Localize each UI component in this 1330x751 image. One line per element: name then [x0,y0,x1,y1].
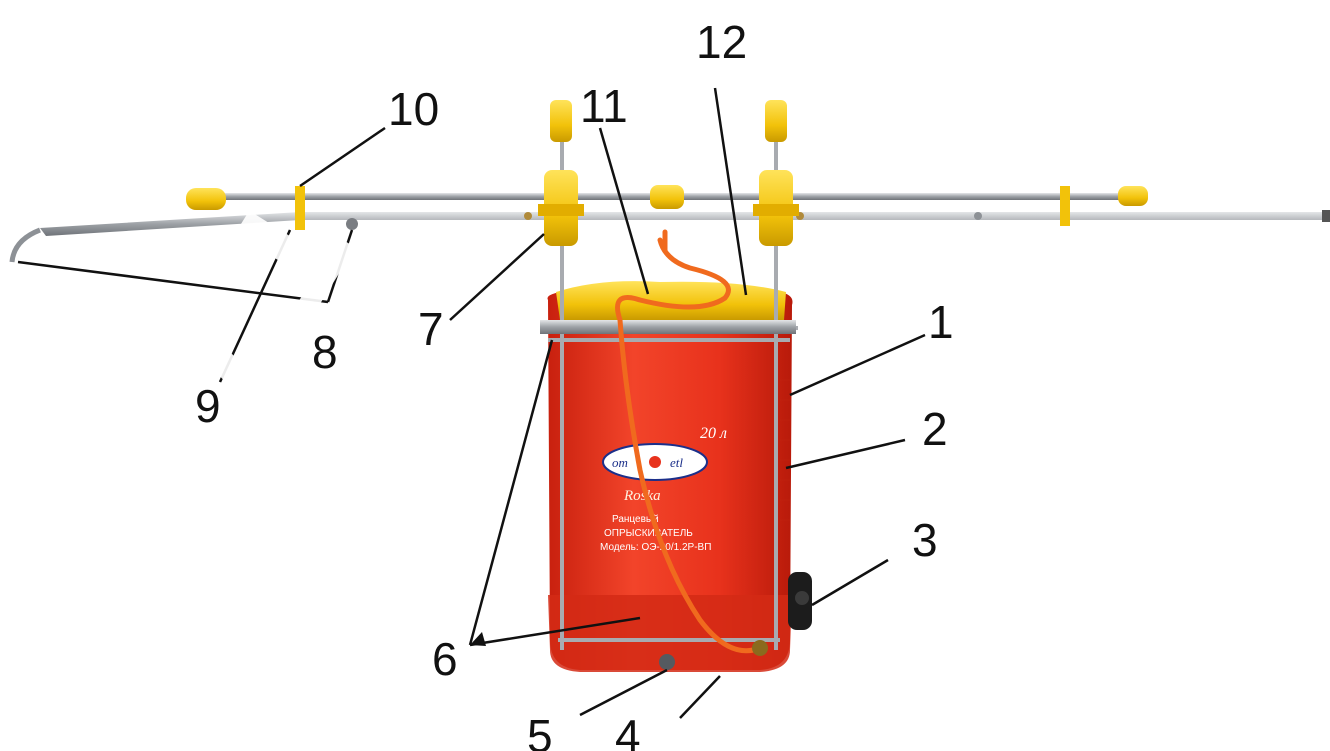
lower-boom [9,206,1330,263]
upper-boom [186,185,1148,210]
label-12: 12 [696,16,747,68]
label-11: 11 [580,80,628,132]
label-1: 1 [928,296,954,348]
label-8: 8 [312,326,338,378]
label-10: 10 [388,83,439,135]
hose [615,229,763,654]
brand-right: etl [670,455,683,470]
tank: om etl 20 л Roska Ранцевый ОПРЫСКИВАТЕЛЬ… [547,281,793,672]
tank-volume: 20 л [700,425,727,442]
label-6: 6 [432,633,458,685]
leader-lines [17,87,926,719]
label-4: 4 [615,710,641,751]
callout-numbers: 1 2 3 4 5 6 7 8 9 10 11 12 [195,16,954,751]
label-5: 5 [527,710,553,751]
nozzle-right [753,100,799,246]
top-bracket [540,320,796,334]
label-2: 2 [922,403,948,455]
outlet-fitting [659,654,675,670]
label-7: 7 [418,303,444,355]
tank-caption-1: Ранцевый [612,514,659,525]
tank-caption-2: ОПРЫСКИВАТЕЛЬ [604,528,693,539]
tank-caption-3: Модель: ОЭ-20/1.2Р-ВП [600,542,711,553]
pump-handle [788,572,812,630]
brand-left: om [612,455,628,470]
nozzle-left [538,100,584,246]
label-9: 9 [195,380,221,432]
tank-script: Roska [623,488,661,504]
watermark: www.1 [0,166,391,739]
label-3: 3 [912,514,938,566]
hose-fitting [752,640,768,656]
